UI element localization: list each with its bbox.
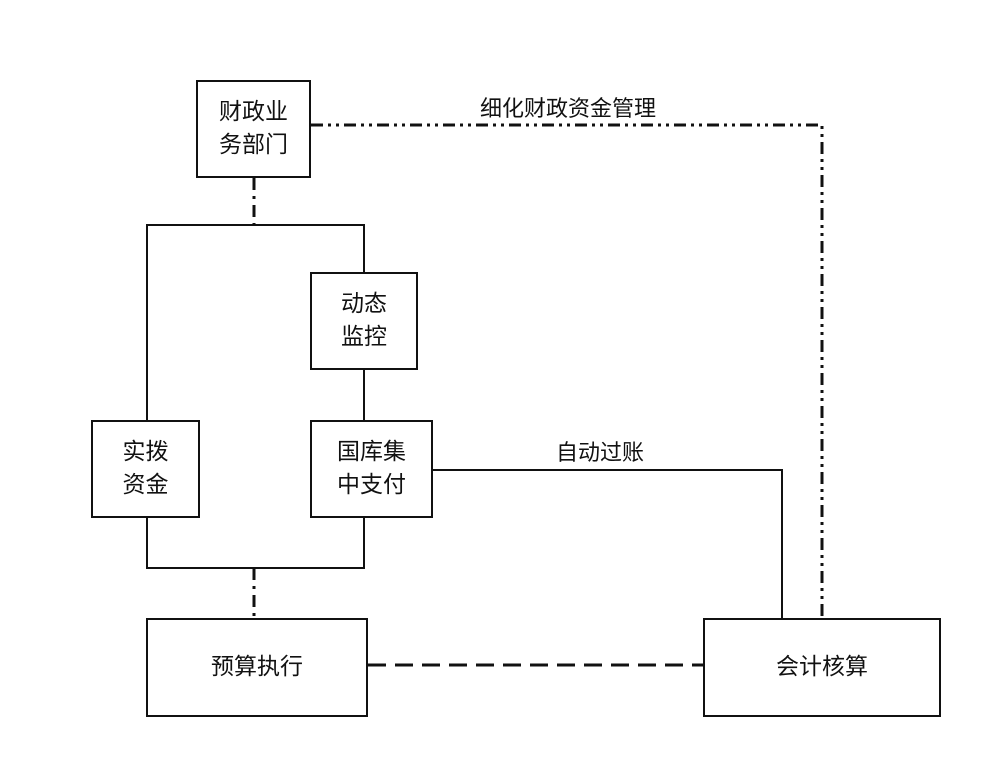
- node-accounting: 会计核算: [703, 618, 941, 717]
- label-auto-posting: 自动过账: [556, 441, 645, 466]
- connector-bottom-bracket: [146, 518, 365, 569]
- node-dynamic-monitor: 动态 监控: [310, 272, 418, 370]
- node-finance-dept: 财政业 务部门: [196, 80, 311, 178]
- node-budget-execution: 预算执行: [146, 618, 368, 717]
- connector-auto-posting: [433, 469, 783, 618]
- connector-top-bracket: [146, 224, 365, 420]
- label-refined-management: 细化财政资金管理: [480, 97, 657, 122]
- connector-refined-management: [311, 123, 824, 618]
- node-treasury-payment: 国库集 中支付: [310, 420, 433, 518]
- node-actual-funds: 实拨 资金: [91, 420, 200, 518]
